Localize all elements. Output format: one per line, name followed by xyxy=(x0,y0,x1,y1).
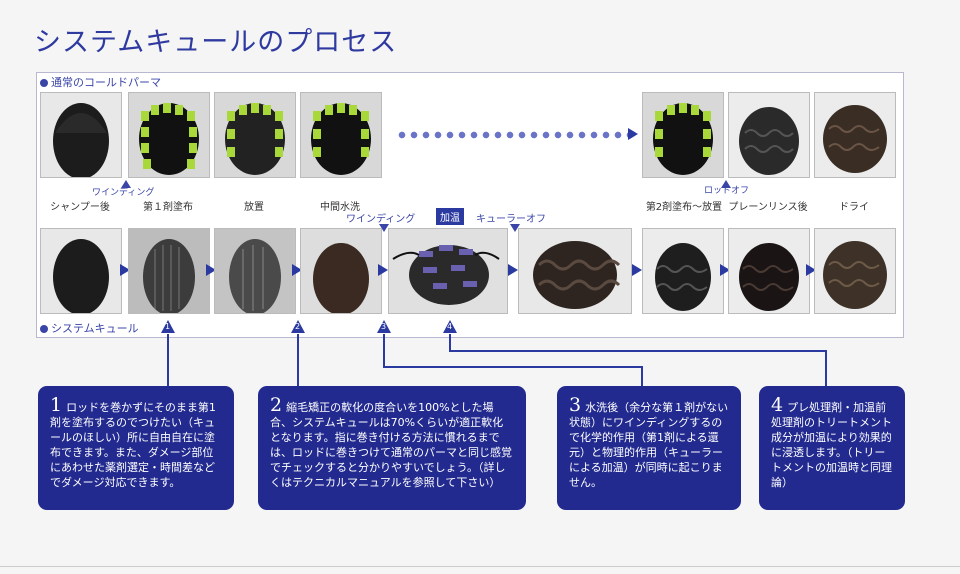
photo-bottom-rinse xyxy=(300,228,382,314)
caption-plain-rinse: プレーンリンス後 xyxy=(728,202,808,213)
curer-off-marker-down-icon xyxy=(510,224,520,232)
marker-4-icon: 4 xyxy=(443,320,457,333)
photo-bottom-shampoo xyxy=(40,228,122,314)
caption-leave: 放置 xyxy=(244,202,264,213)
bottom-divider xyxy=(0,566,960,567)
marker-3-icon: 3 xyxy=(377,320,391,333)
winding-marker-up-icon xyxy=(121,180,131,188)
photo-top-rods-4 xyxy=(642,92,724,178)
caption-shampoo: シャンプー後 xyxy=(50,202,110,213)
photo-top-rinse xyxy=(728,92,810,178)
winding-label-bottom: ワインディング xyxy=(346,214,416,225)
arrow-right-icon xyxy=(378,264,388,276)
photo-bottom-leave xyxy=(214,228,296,314)
arrow-right-icon xyxy=(806,264,816,276)
connector-line-4a xyxy=(449,334,451,352)
arrow-right-icon xyxy=(628,128,638,140)
connector-line-3c xyxy=(641,366,643,386)
caption-rinse-middle: 中間水洗 xyxy=(320,202,360,213)
heating-badge: 加温 xyxy=(436,208,464,225)
photo-top-rods-2 xyxy=(214,92,296,178)
connector-line-2 xyxy=(297,334,299,388)
photo-bottom-second-agent xyxy=(642,228,724,314)
caption-second-agent: 第2剤塗布〜放置 xyxy=(645,202,723,213)
rod-off-label: ロッドオフ xyxy=(704,186,750,196)
photo-bottom-dry xyxy=(814,228,896,314)
system-cure-label: システムキュール xyxy=(40,320,139,336)
arrow-right-icon xyxy=(508,264,518,276)
photo-top-shampoo xyxy=(40,92,122,178)
caption-first-agent: 第１剤塗布 xyxy=(143,202,193,213)
connector-line-3b xyxy=(383,366,643,368)
connector-line-3a xyxy=(383,334,385,368)
rod-off-marker-up-icon xyxy=(721,180,731,188)
curer-off-label: キューラーオフ xyxy=(476,214,546,225)
page-title: システムキュールのプロセス xyxy=(34,27,398,58)
winding-label-top: ワインディング xyxy=(92,188,155,198)
marker-2-icon: 2 xyxy=(291,320,305,333)
bullet-dot-icon xyxy=(40,79,48,87)
conventional-perm-label: 通常のコールドパーマ xyxy=(40,74,161,90)
arrow-right-icon xyxy=(720,264,730,276)
marker-1-icon: 1 xyxy=(161,320,175,333)
photo-bottom-first-agent xyxy=(128,228,210,314)
connector-line-4b xyxy=(449,350,827,352)
arrow-right-icon xyxy=(120,264,130,276)
arrow-right-icon xyxy=(632,264,642,276)
winding-marker-down-icon xyxy=(379,224,389,232)
bullet-dot-icon xyxy=(40,325,48,333)
photo-top-rods-1 xyxy=(128,92,210,178)
photo-top-dry xyxy=(814,92,896,178)
arrow-right-icon xyxy=(292,264,302,276)
photo-bottom-heating xyxy=(388,228,508,314)
photo-top-rods-3 xyxy=(300,92,382,178)
arrow-right-icon xyxy=(206,264,216,276)
dotted-arrow-line xyxy=(396,131,636,139)
photo-bottom-plain-rinse xyxy=(728,228,810,314)
photo-bottom-curer-off xyxy=(518,228,632,314)
caption-dry: ドライ xyxy=(839,202,869,213)
connector-line-1 xyxy=(167,334,169,388)
connector-line-4c xyxy=(825,350,827,386)
